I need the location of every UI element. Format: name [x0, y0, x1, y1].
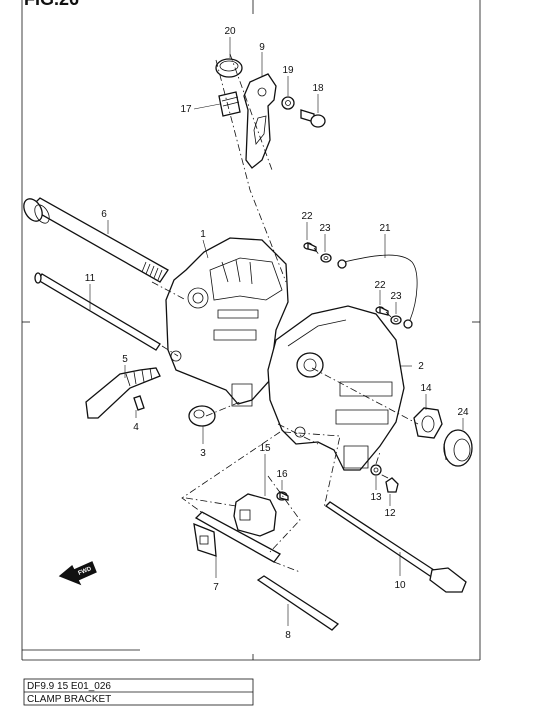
part-22-screw-lower: [375, 305, 389, 316]
title-block-model-code: DF9.9 15 E01_026: [27, 681, 111, 692]
part-1-clamp-bracket: [165, 237, 289, 407]
callout-5: 5: [122, 354, 128, 365]
callout-8: 8: [285, 630, 291, 641]
callout-2: 2: [418, 361, 424, 372]
part-9-lever: [243, 73, 277, 169]
part-19-washer: [281, 96, 295, 110]
callout-12: 12: [384, 508, 396, 519]
callout-11: 11: [85, 273, 96, 284]
part-2-clamp-bracket: [267, 305, 405, 471]
callout-13: 13: [370, 492, 382, 503]
callout-24: 24: [457, 407, 469, 418]
leader-lines: [89, 37, 464, 626]
part-22-screw-upper: [303, 241, 317, 252]
part-17-pad: [218, 91, 241, 117]
callout-21: 21: [379, 223, 391, 234]
callout-17: 17: [180, 104, 192, 115]
callout-16: 16: [276, 469, 288, 480]
title-block-name: CLAMP BRACKET: [27, 694, 111, 705]
part-3-plug: [188, 405, 216, 427]
part-23-washer-lower: [390, 315, 402, 325]
callout-23-lower: 23: [390, 291, 402, 302]
part-11-rod: [34, 272, 161, 351]
part-12-bolt: [385, 477, 399, 493]
assembly-lines: [151, 53, 419, 573]
callout-6: 6: [101, 209, 107, 220]
part-15-block: [233, 493, 277, 537]
fwd-arrow-icon: FWD: [58, 561, 97, 586]
part-21-wire: [337, 254, 418, 329]
callout-19: 19: [282, 65, 294, 76]
callout-15: 15: [259, 443, 271, 454]
part-4-pin: [133, 395, 145, 411]
callout-labels: 20 9 19 18 17 6 11 5 4 3 1 2 14 24 22 23…: [85, 26, 469, 641]
callout-1: 1: [200, 229, 206, 240]
part-5-lever: [85, 367, 161, 419]
callout-14: 14: [420, 383, 432, 394]
part-8-bar: [256, 575, 340, 631]
callout-7: 7: [213, 582, 219, 593]
callout-20: 20: [224, 26, 236, 37]
part-23-washer-upper: [320, 253, 332, 263]
figure-label: FIG.26: [24, 0, 79, 9]
callout-3: 3: [200, 448, 206, 459]
callout-22-lower: 22: [374, 280, 386, 291]
part-20-cap: [215, 58, 243, 78]
callout-18: 18: [312, 83, 324, 94]
part-14-nut: [413, 407, 443, 439]
callout-10: 10: [394, 580, 406, 591]
part-16-screw: [276, 490, 289, 501]
frame: [21, 0, 481, 661]
fwd-arrow-label: FWD: [78, 566, 94, 577]
part-7-bar: [193, 511, 281, 563]
part-13-washer: [370, 464, 382, 476]
part-18-bolt: [300, 109, 326, 128]
part-24-cap: [443, 429, 473, 467]
callout-22-upper: 22: [301, 211, 313, 222]
title-block: DF9.9 15 E01_026 CLAMP BRACKET: [23, 678, 254, 706]
callout-9: 9: [259, 42, 265, 53]
callout-23-upper: 23: [319, 223, 331, 234]
callout-4: 4: [133, 422, 139, 433]
part-6-shaft: [23, 197, 169, 283]
part-10-rod: [324, 501, 467, 593]
